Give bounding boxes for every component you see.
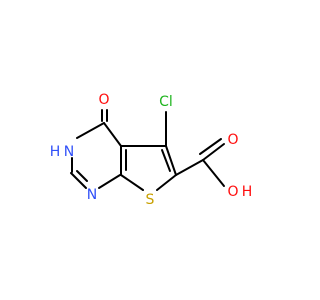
c4-n3-bond <box>76 122 105 139</box>
c6-c5-bond-a <box>165 145 177 176</box>
hydroxyl-hydrogen-label: H <box>242 184 253 200</box>
carbonyl-oxygen-label: O <box>98 92 109 108</box>
c7a-s-bond <box>120 174 144 191</box>
nh-nitrogen-label: N <box>64 144 74 160</box>
c2-n1-bond-b <box>76 170 88 182</box>
nh-hydrogen-label: H <box>50 144 61 160</box>
c3a-c4-bond <box>103 122 122 147</box>
c2-n1-bond-a <box>70 172 87 189</box>
cacid-o-bond-a <box>202 143 225 161</box>
cacid-o-bond-b <box>199 138 222 155</box>
cacid-oh-bond <box>202 159 225 187</box>
chlorine-label: Cl <box>159 94 173 110</box>
atom-label-layer: O H N N S Cl O O H <box>50 92 253 208</box>
acid-carbonyl-oxygen-label: O <box>227 132 238 148</box>
c6-cacid-bond <box>175 159 204 176</box>
hydroxyl-oxygen-label: O <box>227 184 238 200</box>
sulfur-label: S <box>146 192 155 208</box>
n1-c7a-bond <box>98 174 121 189</box>
structure-diagram: O H N N S Cl O O H <box>50 92 253 208</box>
bond-layer <box>70 109 225 191</box>
s-c6-bond <box>156 174 177 191</box>
molecule-canvas: O H N N S Cl O O H <box>50 92 253 208</box>
c6-c5-bond-b <box>161 149 171 172</box>
ring-nitrogen-label: N <box>87 187 97 203</box>
